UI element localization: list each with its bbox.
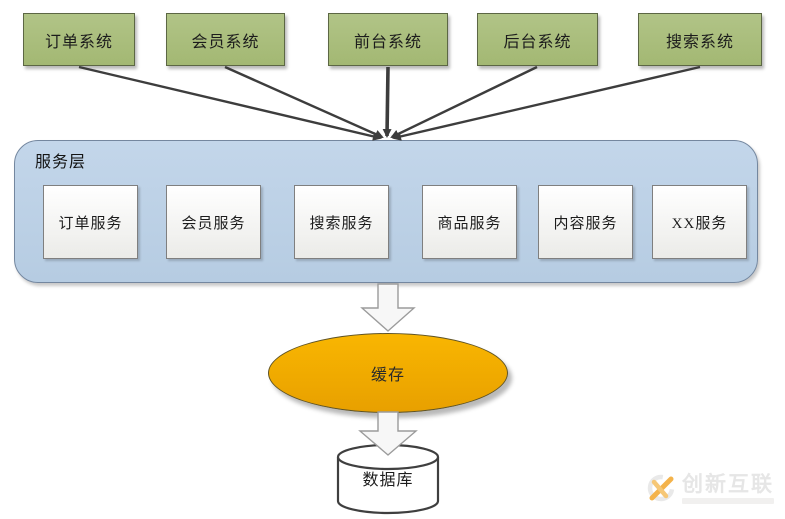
watermark-brand-text: 创新互联 [682,473,774,496]
node-member-system: 会员系统 [166,13,285,66]
node-label: 搜索系统 [665,33,734,51]
node-frontend-system: 前台系统 [328,13,448,66]
service-layer-container: 服务层 订单服务 会员服务 搜索服务 商品服务 内容服务 XX服务 [14,140,758,283]
node-label: 订单服务 [58,215,123,232]
brand-logo-icon [647,474,675,502]
node-xx-service: XX服务 [652,185,747,259]
node-product-service: 商品服务 [422,185,517,259]
node-backend-system: 后台系统 [477,13,598,66]
node-label: 缓存 [370,367,405,384]
service-layer-title: 服务层 [35,154,87,171]
node-order-service: 订单服务 [43,185,138,259]
connector-backend-system [390,65,538,139]
connector-frontend-system [382,66,392,138]
node-database-label: 数据库 [362,472,414,489]
node-cache: 缓存 [268,333,508,413]
connector-order-system [78,65,382,141]
connector-search-system [392,65,701,141]
node-label: 前台系统 [353,33,422,51]
node-content-service: 内容服务 [538,185,633,259]
watermark: 创新互联 [645,464,780,514]
node-label: 商品服务 [437,215,502,232]
watermark-subtext-bar [682,498,774,504]
node-search-service: 搜索服务 [294,185,389,259]
node-member-service: 会员服务 [166,185,261,259]
node-label: 会员系统 [191,33,260,51]
node-search-system: 搜索系统 [638,13,762,66]
node-label: XX服务 [671,215,728,232]
block-arrow-to-database [358,411,418,456]
node-order-system: 订单系统 [23,13,135,66]
node-label: 会员服务 [181,215,246,232]
block-arrow-to-cache [360,283,416,332]
node-label: 后台系统 [503,33,572,51]
connector-member-system [224,65,384,139]
node-label: 订单系统 [44,33,113,51]
node-label: 内容服务 [553,215,618,232]
node-label: 搜索服务 [309,215,374,232]
connector-lines [78,65,701,141]
